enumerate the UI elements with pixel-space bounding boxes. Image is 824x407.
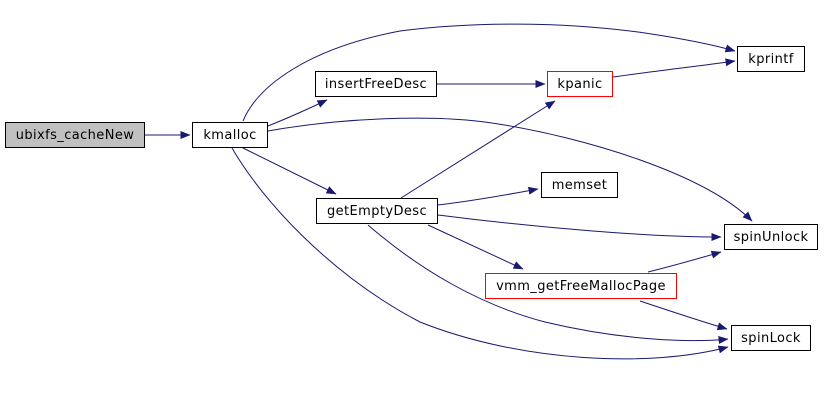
node-label: spinUnlock — [733, 229, 809, 245]
node-label: memset — [551, 177, 608, 193]
edge-vmm_getFreeMallocPage-spinUnlock — [647, 250, 722, 273]
node-label: insertFreeDesc — [324, 76, 428, 92]
edge-kpanic-kprintf — [612, 58, 736, 78]
node-insertfreedesc[interactable]: insertFreeDesc — [315, 71, 437, 97]
node-label: getEmptyDesc — [327, 203, 427, 219]
edge-kmalloc-spinUnlock — [267, 117, 753, 222]
edge-kmalloc-insertFreeDesc — [267, 99, 328, 127]
edge-vmm_getFreeMallocPage-spinLock — [639, 300, 728, 331]
node-ubixfs-cachenew: ubixfs_cacheNew — [5, 122, 145, 148]
node-label: spinLock — [741, 330, 801, 346]
edge-kmalloc-kprintf — [242, 23, 736, 122]
node-kpanic[interactable]: kpanic — [547, 71, 613, 97]
node-kmalloc[interactable]: kmalloc — [192, 122, 268, 148]
node-label: kmalloc — [203, 127, 257, 143]
edge-getEmptyDesc-spinUnlock — [437, 214, 722, 241]
node-getemptydesc[interactable]: getEmptyDesc — [316, 198, 438, 224]
node-vmm-getfreemallocpage[interactable]: vmm_getFreeMallocPage — [485, 273, 677, 299]
node-memset[interactable]: memset — [541, 172, 618, 198]
node-label: vmm_getFreeMallocPage — [496, 278, 666, 294]
node-label: kprintf — [748, 51, 794, 67]
edge-getEmptyDesc-kpanic — [400, 100, 556, 199]
node-label: ubixfs_cacheNew — [15, 127, 135, 143]
edge-getEmptyDesc-vmm_getFreeMallocPage — [427, 224, 524, 270]
edge-getEmptyDesc-memset — [437, 186, 539, 206]
edge-getEmptyDesc-spinLock — [367, 224, 729, 344]
node-label: kpanic — [557, 76, 603, 92]
edge-kmalloc-spinLock — [231, 147, 729, 360]
edge-kmalloc-getEmptyDesc — [242, 147, 337, 195]
node-kprintf[interactable]: kprintf — [737, 46, 805, 72]
node-spinlock[interactable]: spinLock — [731, 325, 811, 351]
node-spinunlock[interactable]: spinUnlock — [724, 224, 818, 250]
